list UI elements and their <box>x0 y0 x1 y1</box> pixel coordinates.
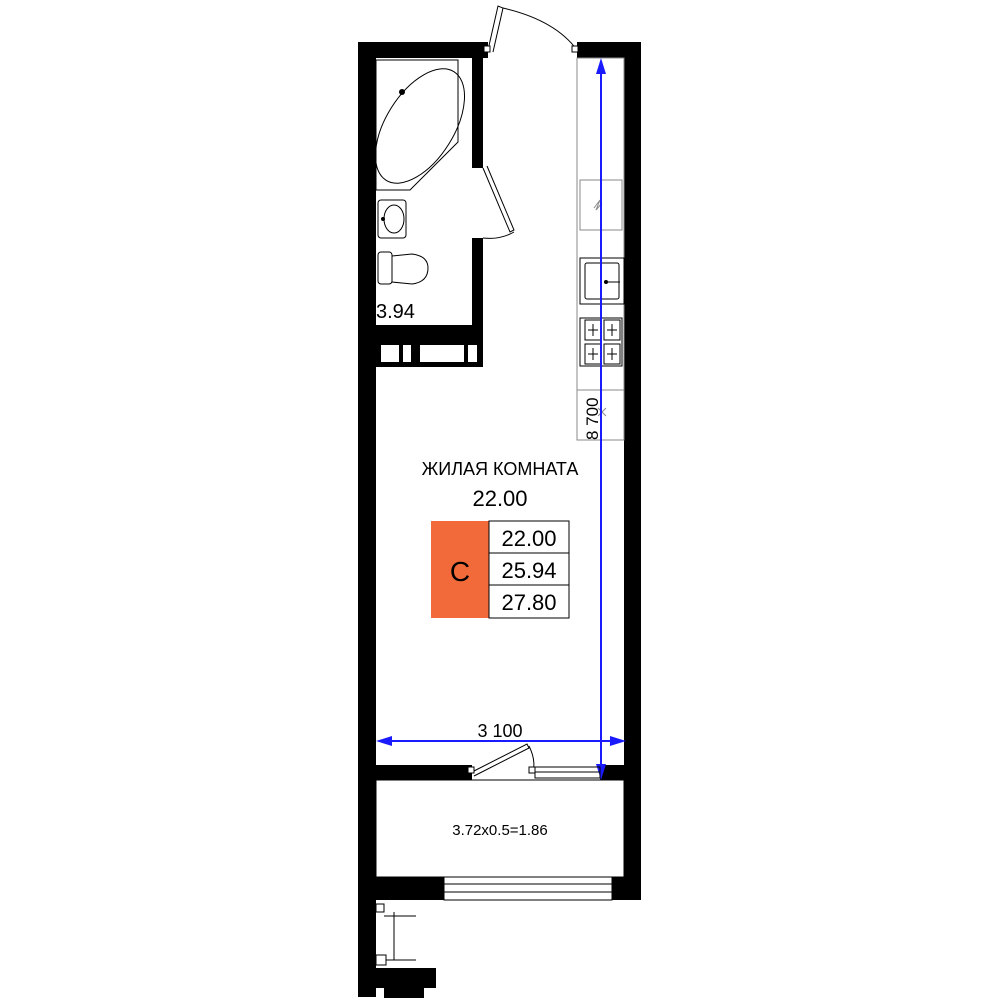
walls <box>358 42 641 997</box>
living-area-value: 22.00 <box>501 526 556 551</box>
balcony-formula: 3.72x0.5=1.86 <box>452 822 548 839</box>
balcony-bottom-right <box>612 877 641 900</box>
bathroom-partition-lower <box>472 238 483 343</box>
bathroom-partition-upper <box>472 58 483 168</box>
dimension-width <box>376 736 626 746</box>
right-outer-wall <box>624 42 641 787</box>
dimension-length-label: 8 700 <box>583 397 602 440</box>
balcony-bottom-left <box>376 877 444 900</box>
bathroom-sink <box>377 199 407 239</box>
bathroom-area: 3.94 <box>376 301 415 323</box>
fridge-symbol <box>593 199 603 211</box>
built-in-cabinet <box>376 340 483 367</box>
type-letter: С <box>450 556 470 587</box>
bathroom-door <box>482 165 515 239</box>
apartment-summary: С 22.00 25.94 27.80 <box>431 520 570 619</box>
type-badge <box>431 521 489 618</box>
left-outer-wall <box>358 42 376 997</box>
bathtub <box>374 59 466 191</box>
living-room-name: ЖИЛАЯ КОМНАТА <box>422 459 579 479</box>
total-area-value: 25.94 <box>501 558 556 583</box>
living-room-area: 22.00 <box>472 486 527 511</box>
dimension-length <box>596 58 606 780</box>
entrance-door <box>483 5 579 53</box>
dimension-width-label: 3 100 <box>477 721 522 741</box>
total-with-balcony-value: 27.80 <box>501 590 556 615</box>
bathroom-bottom-wall <box>376 325 483 340</box>
balcony-window <box>443 876 613 901</box>
balcony-right-wall <box>624 780 641 900</box>
lower-fixtures <box>375 903 424 998</box>
balcony-wall-left <box>376 765 472 780</box>
balcony-wall-right <box>600 765 641 780</box>
toilet <box>377 251 429 285</box>
balcony-door <box>467 743 601 779</box>
top-wall-left <box>358 42 488 58</box>
bottom-fragment <box>376 968 436 988</box>
